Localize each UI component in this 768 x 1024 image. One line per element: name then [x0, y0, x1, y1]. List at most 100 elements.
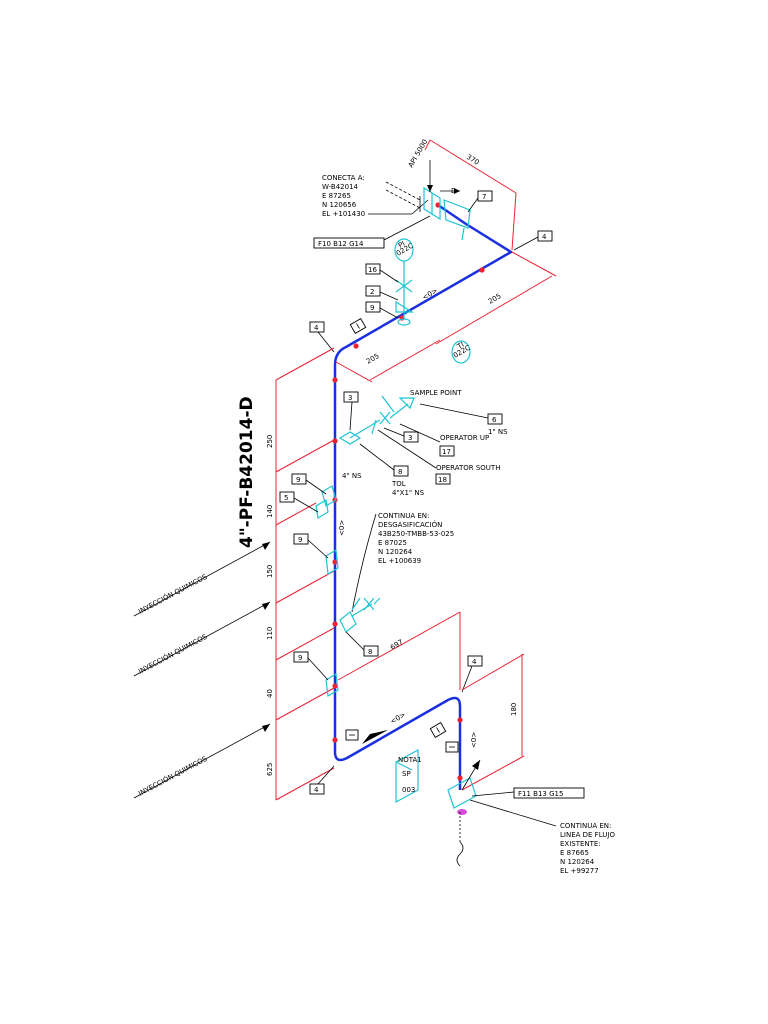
svg-text:150: 150 [266, 565, 274, 578]
ref-top-box [313, 237, 385, 249]
callout-9-a [291, 473, 307, 485]
svg-text:697: 697 [389, 638, 405, 652]
dimension-205-lower: 205 [335, 339, 441, 383]
operator-south-label: OPERATOR SOUTH [436, 464, 500, 472]
callout-2 [365, 285, 381, 297]
callout-5 [279, 491, 295, 503]
svg-text:18: 18 [438, 476, 447, 484]
svg-text:E 87265: E 87265 [322, 192, 351, 200]
svg-text:140: 140 [266, 505, 274, 518]
ns-4in: 4" NS [342, 472, 362, 480]
lower-valve-assembly [339, 597, 381, 633]
svg-text:2: 2 [370, 288, 374, 296]
line-tag: 4"-PF-B42014-D [237, 396, 257, 548]
svg-text:4: 4 [314, 786, 319, 794]
pipe-top-branch [437, 203, 467, 226]
svg-text:8: 8 [368, 648, 372, 656]
svg-text:3: 3 [348, 394, 352, 402]
bottom-nozzle [447, 759, 481, 867]
svg-text:INYECCIÓN QUIMICOS: INYECCIÓN QUIMICOS [137, 754, 209, 798]
svg-text:W-B42014: W-B42014 [322, 183, 359, 191]
operator-up-label: OPERATOR UP [440, 434, 489, 442]
callout-17 [439, 445, 455, 457]
svg-text:NOTA1: NOTA1 [398, 756, 422, 764]
callout-6 [487, 413, 503, 425]
svg-text:40: 40 [266, 689, 274, 698]
svg-text:180: 180 [510, 703, 518, 716]
top-nozzle [385, 181, 471, 241]
svg-text:250: 250 [266, 435, 274, 448]
ref-bottom-box [513, 787, 585, 799]
svg-text:EXISTENTE:: EXISTENTE: [560, 840, 601, 848]
valve-9-c [325, 673, 339, 697]
svg-text:7: 7 [482, 193, 486, 201]
sample-point-label: SAMPLE POINT [410, 389, 462, 397]
svg-text:110: 110 [266, 627, 274, 640]
svg-text:4: 4 [314, 324, 319, 332]
svg-text:8: 8 [398, 468, 402, 476]
injection-branch-2: INYECCIÓN QUIMICOS [133, 601, 271, 677]
dimension-205-upper: 205 [435, 251, 557, 345]
svg-text:625: 625 [266, 763, 274, 776]
flow-arrow [362, 730, 388, 744]
svg-text:TI: TI [455, 341, 465, 352]
flow-tag-vertical: <0> [338, 520, 346, 536]
svg-text:5: 5 [284, 494, 288, 502]
connect-top-note: CONECTA A: W-B42014 E 87265 N 120656 EL … [322, 174, 429, 218]
svg-text:9: 9 [298, 654, 302, 662]
support-upper [349, 318, 367, 334]
callout-4-bottom [309, 783, 325, 795]
svg-text:17: 17 [442, 448, 451, 456]
svg-text:N 120656: N 120656 [322, 201, 357, 209]
svg-text:N 120264: N 120264 [378, 548, 413, 556]
tol-size: 4"X1" NS [392, 489, 425, 497]
svg-text:16: 16 [368, 266, 377, 274]
svg-text:4: 4 [542, 233, 547, 241]
svg-text:CONTINUA EN:: CONTINUA EN: [378, 512, 429, 520]
sample-point-assembly [338, 395, 415, 445]
dimension-370: 370 [424, 139, 517, 251]
ti-instrument: TI 022C [451, 340, 472, 364]
continua-bottom-note: CONTINUA EN: LINEA DE FLUJO EXISTENTE: E… [469, 799, 615, 875]
callout-9-top [365, 301, 381, 313]
svg-text:205: 205 [487, 292, 503, 306]
valve-9-b [325, 549, 339, 575]
callout-8-upper [393, 465, 409, 477]
svg-text:003: 003 [402, 786, 415, 794]
pipe-run [333, 222, 513, 790]
svg-text:EL +100639: EL +100639 [378, 557, 421, 565]
ref-top-label: F10 B12 G14 [318, 240, 364, 248]
dimension-180: 180 [461, 653, 525, 791]
support-lower [429, 722, 447, 738]
svg-text:9: 9 [298, 536, 302, 544]
tol-label: TOL [391, 480, 406, 488]
svg-text:INYECCIÓN QUIMICOS: INYECCIÓN QUIMICOS [137, 632, 209, 676]
callout-3-upper [343, 391, 359, 403]
injection-branch-1: INYECCIÓN QUIMICOS [133, 541, 271, 617]
ns-1in: 1" NS [488, 428, 508, 436]
svg-text:6: 6 [492, 416, 497, 424]
pi-instrument: PI 022C [394, 238, 415, 326]
callout-18 [435, 473, 451, 485]
svg-text:DESGASIFICACIÓN: DESGASIFICACIÓN [378, 520, 442, 529]
svg-text:CONECTA A:: CONECTA A: [322, 174, 365, 182]
svg-text:SP: SP [402, 770, 411, 778]
svg-text:N 120264: N 120264 [560, 858, 595, 866]
top-instrument-label: API 5000 [407, 138, 429, 169]
svg-text:E 87025: E 87025 [378, 539, 407, 547]
callout-4-right [467, 655, 483, 667]
svg-text:LINEA DE FLUJO: LINEA DE FLUJO [560, 831, 615, 839]
nota-block: NOTA1 SP 003 [395, 748, 422, 804]
svg-text:9: 9 [296, 476, 300, 484]
svg-text:4: 4 [472, 658, 477, 666]
svg-text:3: 3 [408, 434, 412, 442]
callout-9-c [293, 651, 309, 663]
svg-text:INYECCIÓN QUIMICOS: INYECCIÓN QUIMICOS [137, 572, 209, 616]
valve-9-a [315, 485, 337, 519]
callout-16 [365, 263, 381, 275]
injection-branch-3: INYECCIÓN QUIMICOS [133, 723, 271, 799]
callout-7 [477, 190, 493, 202]
callout-4-elbow [309, 321, 325, 333]
flow-tag-lower: <0> [389, 711, 407, 726]
